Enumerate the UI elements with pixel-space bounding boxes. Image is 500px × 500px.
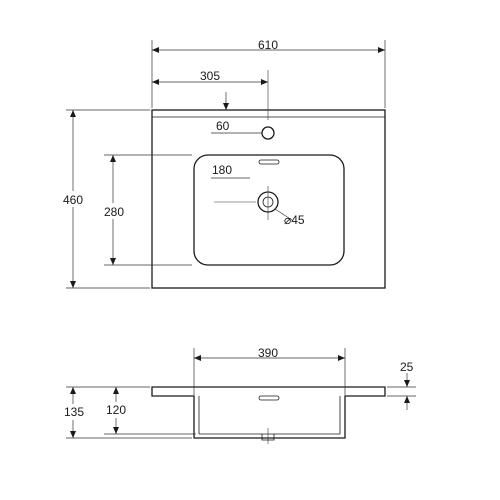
label-tap-hole: 60 <box>216 119 230 133</box>
section-profile <box>151 386 386 439</box>
label-tap-offset: 305 <box>200 69 220 83</box>
overflow-slot <box>258 159 280 165</box>
label-overall-height: 135 <box>64 405 84 419</box>
basin-outline <box>151 109 386 289</box>
bowl-outline <box>193 154 345 266</box>
label-bowl-height: 120 <box>106 403 126 417</box>
tap-hole <box>261 126 275 140</box>
top-view: 610 305 60 460 280 180 ⌀45 <box>58 38 386 289</box>
leader-drain-diameter <box>274 208 293 221</box>
label-drain-diameter: ⌀45 <box>284 213 305 227</box>
side-overflow-slot <box>258 395 280 401</box>
label-drain-distance: 180 <box>212 163 232 177</box>
label-overall-depth: 460 <box>63 193 83 207</box>
label-bowl-depth: 280 <box>104 205 124 219</box>
label-rim-thickness: 25 <box>400 360 414 374</box>
side-drain-outlet <box>261 434 275 441</box>
label-overall-width: 610 <box>258 38 278 52</box>
side-view: 390 25 135 120 <box>58 346 416 444</box>
label-bowl-width: 390 <box>258 346 278 360</box>
